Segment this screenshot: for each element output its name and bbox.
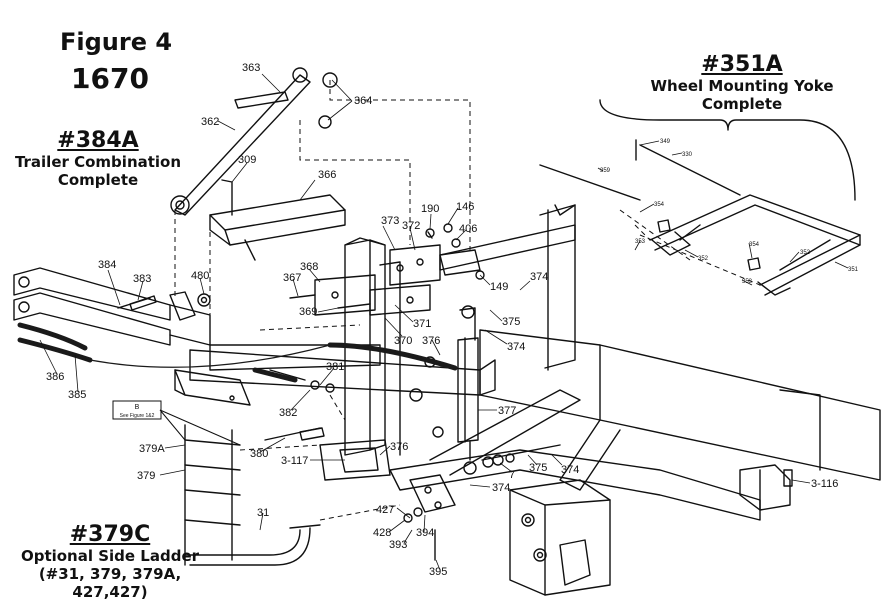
callout-330: 330 — [682, 152, 693, 158]
ladder-kit-label: #379C Optional Side Ladder (#31, 379, 37… — [0, 522, 220, 601]
trailer-kit-label: #384A Trailer Combination Complete — [8, 128, 188, 189]
callout-leaders — [39, 73, 849, 571]
side-ladder — [184, 424, 321, 566]
reference-note: B See Figure 1&2 — [112, 400, 241, 446]
callout-376-a: 376 — [422, 335, 440, 347]
callout-374-d: 374 — [492, 482, 510, 494]
callout-381: 381 — [326, 361, 344, 373]
callout-374-b: 374 — [507, 341, 525, 353]
callout-374-a: 374 — [530, 271, 548, 283]
callout-353-a: 353 — [635, 239, 646, 245]
callout-labels: 363 364 362 309 366 373 372 190 146 406 … — [46, 62, 859, 578]
callout-379: 379 — [137, 470, 155, 482]
top-link-assembly — [170, 67, 338, 216]
callout-349: 349 — [660, 139, 671, 145]
callout-377: 377 — [498, 405, 516, 417]
callout-376-b: 376 — [390, 441, 408, 453]
callout-385: 385 — [68, 389, 86, 401]
lower-clevis — [403, 474, 456, 561]
callout-382: 382 — [279, 407, 297, 419]
callout-309: 309 — [238, 154, 256, 166]
callout-362: 362 — [201, 116, 219, 128]
ladder-kit-line1: Optional Side Ladder — [20, 547, 200, 565]
wheel-yoke-assembly — [539, 99, 861, 296]
yoke-kit-desc: Wheel Mounting Yoke Complete — [650, 77, 834, 113]
hitch-pins — [264, 356, 444, 441]
callout-149: 149 — [490, 281, 508, 293]
mounting-plates — [289, 223, 485, 316]
callout-354-b: 354 — [749, 242, 760, 248]
callout-375-b: 375 — [529, 462, 547, 474]
callout-352-b: 352 — [800, 250, 811, 256]
callout-354-a: 354 — [654, 202, 665, 208]
callout-427: 427 — [376, 504, 394, 516]
yoke-kit-code: #351A — [701, 52, 783, 77]
callout-395: 395 — [429, 566, 447, 578]
figure-model-number: 1670 — [71, 62, 149, 95]
callout-146: 146 — [456, 201, 474, 213]
callout-359: 359 — [600, 168, 611, 174]
callout-353-b: 353 — [742, 279, 753, 285]
callout-428: 428 — [373, 527, 391, 539]
callout-383: 383 — [133, 273, 151, 285]
lower-bracket — [319, 439, 391, 481]
callout-393: 393 — [389, 539, 407, 551]
hitch-bracket — [209, 179, 346, 261]
callout-374-c: 374 — [561, 464, 579, 476]
callout-352-a: 352 — [698, 256, 709, 262]
callout-370: 370 — [394, 335, 412, 347]
callout-380: 380 — [250, 448, 268, 460]
callout-384: 384 — [98, 259, 116, 271]
assembly-guide-lines — [174, 80, 761, 521]
callout-369: 369 — [299, 306, 317, 318]
trailer-kit-line2: Complete — [57, 171, 139, 189]
callout-368: 368 — [300, 261, 318, 273]
callout-367: 367 — [283, 272, 301, 284]
callout-190: 190 — [421, 203, 439, 215]
callout-7: 7 — [509, 469, 515, 481]
callout-351: 351 — [848, 267, 859, 273]
callout-31: 31 — [257, 507, 269, 519]
lift-cylinder — [457, 305, 561, 475]
trailer-kit-line1: Trailer Combination — [14, 153, 182, 171]
trailer-combination-assembly — [13, 267, 251, 406]
callout-372: 372 — [402, 220, 420, 232]
callout-371: 371 — [413, 318, 431, 330]
callout-364: 364 — [354, 95, 372, 107]
trailer-kit-code: #384A — [57, 128, 139, 153]
reference-note-text: See Figure 1&2 — [120, 413, 155, 419]
callout-379A: 379A — [139, 443, 165, 455]
ladder-kit-code: #379C — [69, 522, 151, 547]
hydraulic-hoses — [17, 322, 458, 383]
callout-386: 386 — [46, 371, 64, 383]
callout-394: 394 — [416, 527, 434, 539]
callout-3-116: 3-116 — [811, 478, 838, 490]
reference-note-letter: B — [135, 404, 140, 411]
callout-3-117: 3-117 — [281, 455, 308, 467]
ladder-kit-line2: (#31, 379, 379A, 427,427) — [38, 565, 182, 601]
callout-366: 366 — [318, 169, 336, 181]
main-frame — [189, 204, 881, 596]
callout-373: 373 — [381, 215, 399, 227]
yoke-kit-label: #351A Wheel Mounting Yoke Complete — [608, 52, 876, 113]
callout-363: 363 — [242, 62, 260, 74]
callout-406: 406 — [459, 223, 477, 235]
callout-375-a: 375 — [502, 316, 520, 328]
figure-title: Figure 4 — [60, 28, 173, 56]
callout-480: 480 — [191, 270, 209, 282]
